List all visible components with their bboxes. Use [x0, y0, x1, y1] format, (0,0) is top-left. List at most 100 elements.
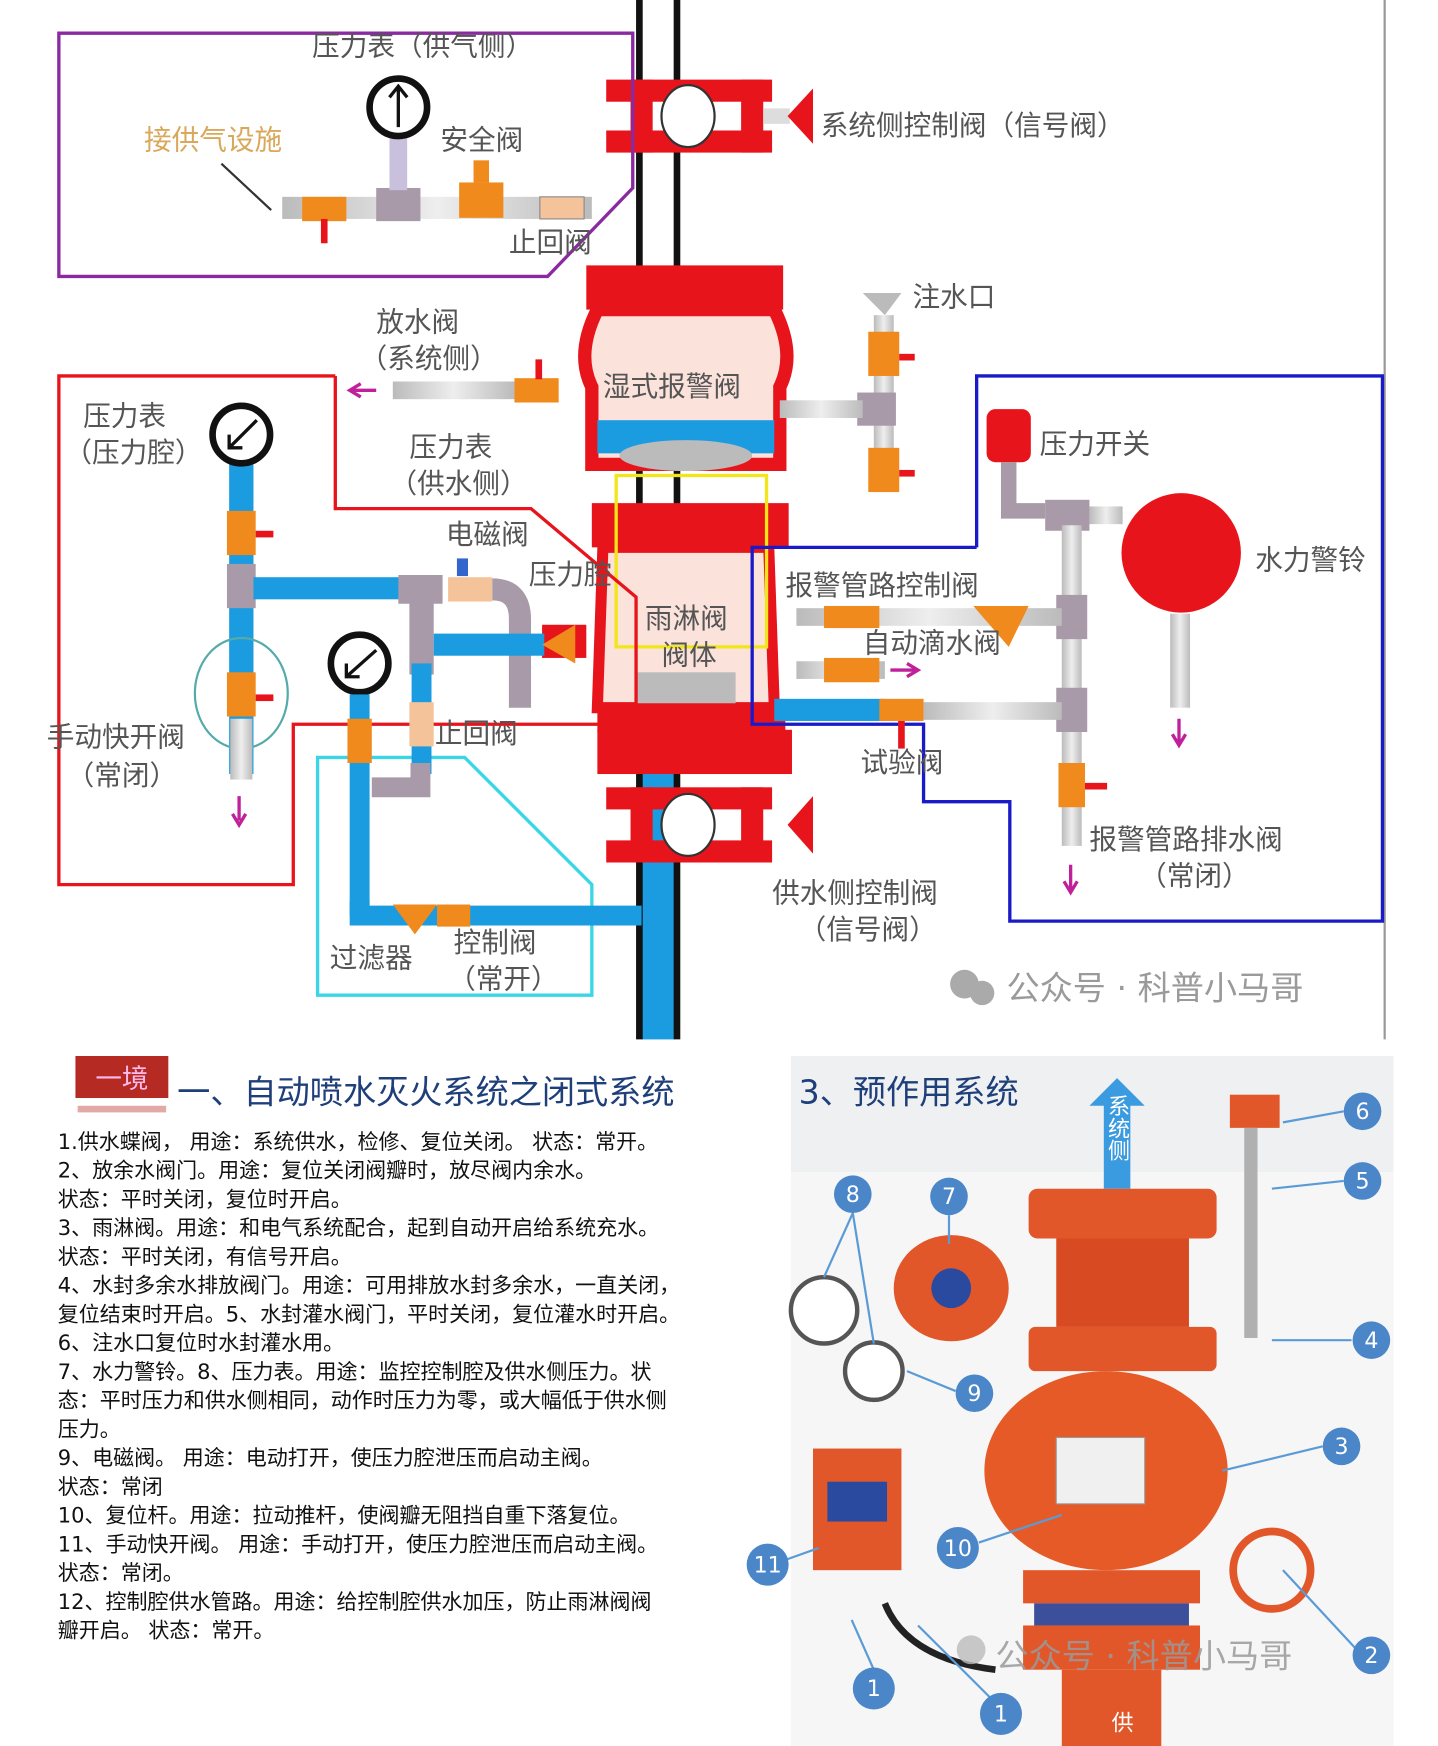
supply-side-control-valve	[606, 787, 813, 863]
svg-text:1: 1	[994, 1702, 1008, 1728]
label-solenoid: 电磁阀	[446, 518, 529, 551]
text-line: 7、水力警铃。8、压力表。用途：监控控制腔及供水侧压力。状	[58, 1360, 652, 1384]
svg-text:一境: 一境	[95, 1064, 148, 1095]
callout-7: 7	[930, 1177, 968, 1244]
text-line: 12、控制腔供水管路。用途：给控制腔供水加压，防止雨淋阀阀	[58, 1590, 652, 1614]
label-gauge-air: 压力表（供气侧）	[312, 29, 533, 62]
svg-text:4: 4	[1364, 1328, 1378, 1354]
deluge-highlight-box	[614, 473, 769, 649]
preaction-photo: 3、预作用系统 系统侧 供 6	[746, 1056, 1394, 1746]
label-check-valve-top: 止回阀	[509, 226, 592, 259]
text-line: 11、手动快开阀。 用途：手动打开，使压力腔泄压而启动主阀。	[58, 1532, 658, 1556]
system-side-label: 系统侧	[1104, 1095, 1130, 1162]
text-line: 状态：平时关闭，复位时开启。	[58, 1187, 352, 1211]
callout-5: 5	[1271, 1162, 1382, 1200]
pressure-chamber-region	[57, 374, 638, 887]
label-alarm-drain: 报警管路排水阀	[1089, 823, 1282, 856]
supply-line-region	[315, 755, 594, 997]
label-control-valve: 控制阀	[454, 926, 537, 959]
text-line: 状态：常闭。	[58, 1561, 184, 1585]
pressure-switch-icon	[986, 409, 1031, 463]
text-line: 瓣开启。 状态：常开。	[58, 1619, 275, 1643]
svg-text:11: 11	[754, 1552, 782, 1578]
label-water-bell: 水力警铃	[1255, 543, 1366, 576]
label-gauge-chamber-sub: （压力腔）	[64, 436, 202, 469]
supply-line-piping	[327, 631, 642, 935]
label-wet-alarm-valve: 湿式报警阀	[603, 370, 741, 403]
callout-3: 3	[1221, 1427, 1361, 1472]
watermark-text: 公众号 · 科普小马哥	[995, 1636, 1292, 1675]
water-bell-icon	[1121, 493, 1241, 613]
label-manual-release: 手动快开阀	[47, 720, 185, 753]
alarm-piping	[346, 293, 1241, 896]
callouts: 6 5 4 3 2 8 7 9 10 11 1 1	[746, 1092, 1391, 1735]
logo: 一境	[75, 1056, 169, 1113]
text-line: 10、复位杆。用途：拉动推杆，使阀瓣无阻挡自重下落复位。	[58, 1504, 631, 1528]
text-line: 4、水封多余水排放阀门。用途：可用排放水封多余水，一直关闭，	[58, 1274, 680, 1298]
label-alarm-line-control: 报警管路控制阀	[785, 569, 978, 602]
label-drain-valve-sub: （系统侧）	[360, 342, 498, 375]
label-system-control-valve: 系统侧控制阀（信号阀）	[821, 109, 1125, 142]
callout-10: 10	[936, 1513, 1063, 1570]
wechat-icon	[956, 1635, 986, 1665]
svg-text:2: 2	[1364, 1643, 1378, 1669]
svg-text:9: 9	[967, 1381, 981, 1407]
pressure-chamber-piping	[193, 402, 576, 829]
label-supply-control-valve-sub: （信号阀）	[799, 913, 937, 946]
label-deluge-body-2: 阀体	[662, 639, 717, 672]
label-gauge-chamber: 压力表	[83, 400, 166, 433]
label-drain-valve: 放水阀	[376, 306, 459, 339]
label-air-supply: 接供气设施	[144, 123, 282, 156]
callout-8: 8	[823, 1175, 875, 1344]
label-control-valve-sub: （常开）	[448, 963, 559, 996]
callout-1: 1	[850, 1619, 895, 1710]
watermark-top: 公众号 · 科普小马哥	[950, 969, 1303, 1008]
label-gauge-supply: 压力表	[409, 431, 492, 464]
photo-title: 3、预作用系统	[799, 1073, 1019, 1112]
text-line: 3、雨淋阀。用途：和电气系统配合，起到自动开启给系统充水。	[58, 1216, 659, 1240]
svg-text:8: 8	[846, 1182, 860, 1208]
photo-bottom-label: 供	[1112, 1711, 1134, 1737]
label-supply-control-valve: 供水侧控制阀	[772, 876, 938, 909]
valve-diagram: 压力表（供气侧） 接供气设施 安全阀 止回阀 系统侧控制阀（信号阀） 注水口 放…	[47, 0, 1386, 1040]
air-supply-piping	[220, 75, 592, 244]
callout-1b: 1	[917, 1624, 1022, 1735]
text-line: 状态：平时关闭，有信号开启。	[58, 1245, 352, 1269]
label-pressure-switch: 压力开关	[1040, 427, 1151, 460]
label-alarm-drain-sub: （常闭）	[1139, 860, 1250, 893]
text-line: 复位结束时开启。5、水封灌水阀门，平时关闭，复位灌水时开启。	[58, 1302, 680, 1326]
svg-text:6: 6	[1356, 1099, 1370, 1125]
svg-text:10: 10	[944, 1536, 972, 1562]
svg-text:1: 1	[867, 1676, 881, 1702]
system-side-control-valve	[606, 79, 813, 153]
watermark-text: 公众号 · 科普小马哥	[1006, 969, 1303, 1008]
label-gauge-supply-sub: （供水侧）	[389, 467, 527, 500]
label-safety-valve: 安全阀	[440, 123, 523, 156]
text-line: 压力。	[58, 1417, 121, 1441]
label-filter: 过滤器	[330, 942, 413, 975]
text-line: 2、放余水阀门。用途：复位关闭阀瓣时，放尽阀内余水。	[58, 1159, 596, 1183]
alarm-line-region	[750, 374, 1385, 923]
svg-text:3: 3	[1335, 1434, 1349, 1460]
air-supply-region	[57, 31, 635, 279]
callout-9: 9	[906, 1370, 994, 1413]
callout-4: 4	[1271, 1321, 1391, 1359]
svg-text:7: 7	[942, 1184, 956, 1210]
label-deluge-body-1: 雨淋阀	[645, 602, 728, 635]
alarm-valve-body	[542, 265, 794, 775]
text-line: 态：平时压力和供水侧相同，动作时压力为零，或大幅低于供水侧	[58, 1389, 667, 1413]
text-line: 1.供水蝶阀， 用途：系统供水，检修、复位关闭。 状态：常开。	[58, 1130, 658, 1154]
callout-11: 11	[746, 1543, 819, 1586]
label-pressure-chamber: 压力腔	[529, 558, 612, 591]
text-line: 6、注水口复位时水封灌水用。	[58, 1331, 344, 1355]
info-panel: 一境 一、自动喷水灭火系统之闭式系统 1.供水蝶阀， 用途：系统供水，检修、复位…	[58, 1056, 680, 1643]
svg-text:5: 5	[1356, 1169, 1370, 1195]
label-fill-port: 注水口	[913, 280, 996, 313]
label-test-valve: 试验阀	[861, 746, 944, 779]
description-lines: 1.供水蝶阀， 用途：系统供水，检修、复位关闭。 状态：常开。 2、放余水阀门。…	[58, 1130, 680, 1643]
label-check-valve-bottom: 止回阀	[435, 717, 518, 750]
label-manual-release-sub: （常闭）	[67, 759, 178, 792]
callout-6: 6	[1282, 1092, 1382, 1131]
watermark-bottom: 公众号 · 科普小马哥	[956, 1635, 1292, 1675]
